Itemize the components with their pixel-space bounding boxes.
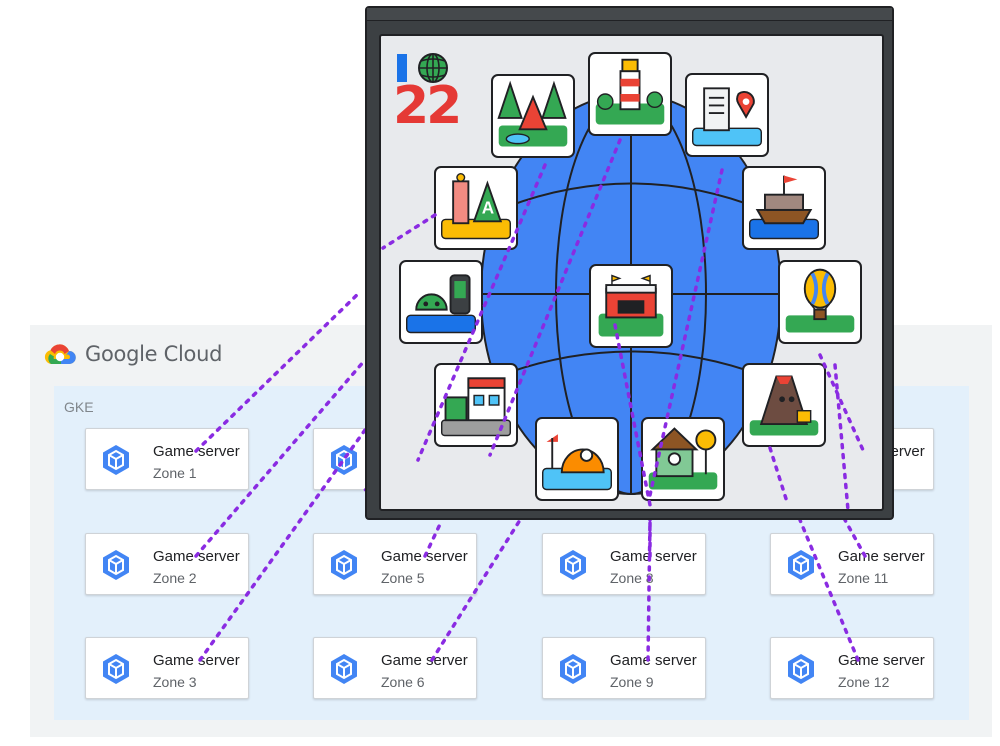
game-server-label: Game server	[153, 443, 240, 460]
shop-street-icon[interactable]	[434, 363, 518, 447]
gke-hexagon-icon	[331, 550, 357, 580]
forest-camp-icon[interactable]	[491, 74, 575, 158]
stadium-icon[interactable]	[589, 264, 673, 348]
game-server-label: Game server	[153, 548, 240, 565]
gke-hexagon-icon	[560, 654, 586, 684]
volcano-island-icon[interactable]	[742, 363, 826, 447]
pirate-ship-icon[interactable]	[742, 166, 826, 250]
treehouse-icon[interactable]	[641, 417, 725, 501]
google-cloud-title: Google Cloud	[85, 342, 223, 366]
gke-hexagon-icon	[331, 654, 357, 684]
game-server-label: Game server	[381, 548, 468, 565]
zone-label: Zone 11	[838, 570, 889, 586]
android-robot-icon[interactable]	[399, 260, 483, 344]
gke-hexagon-icon	[103, 445, 129, 475]
zone-label: Zone 12	[838, 674, 890, 690]
game-server-label: Game server	[153, 652, 240, 669]
gke-hexagon-icon	[103, 654, 129, 684]
game-screen[interactable]: 22	[379, 34, 884, 511]
gke-label: GKE	[64, 399, 94, 415]
zone-label: Zone 3	[153, 674, 197, 690]
game-server-label: Game server	[610, 548, 697, 565]
castle-tower-icon[interactable]: A	[434, 166, 518, 250]
zone-label: Zone 9	[610, 674, 654, 690]
map-pin-building-icon[interactable]	[685, 73, 769, 157]
hot-air-balloon-icon[interactable]	[778, 260, 862, 344]
gke-hexagon-icon	[103, 550, 129, 580]
zone-label: Zone 5	[381, 570, 425, 586]
window-title-bar	[367, 8, 892, 21]
game-server-label: Game server	[610, 652, 697, 669]
svg-text:A: A	[482, 198, 494, 218]
gke-hexagon-icon	[560, 550, 586, 580]
game-server-label: Game server	[838, 548, 925, 565]
zone-label: Zone 1	[153, 465, 197, 481]
gke-hexagon-icon	[331, 445, 357, 475]
gke-hexagon-icon	[788, 550, 814, 580]
lighthouse-icon[interactable]	[588, 52, 672, 136]
game-server-label: Game server	[381, 652, 468, 669]
game-server-label: Game server	[838, 652, 925, 669]
google-cloud-logo-icon	[44, 344, 76, 364]
game-window[interactable]: 22	[365, 6, 894, 520]
io-year-number: 22	[393, 76, 462, 136]
io-globe-logo-icon	[397, 53, 448, 83]
dome-pool-icon[interactable]	[535, 417, 619, 501]
zone-label: Zone 6	[381, 674, 425, 690]
zone-label: Zone 2	[153, 570, 197, 586]
gke-hexagon-icon	[788, 654, 814, 684]
zone-label: Zone 8	[610, 570, 654, 586]
